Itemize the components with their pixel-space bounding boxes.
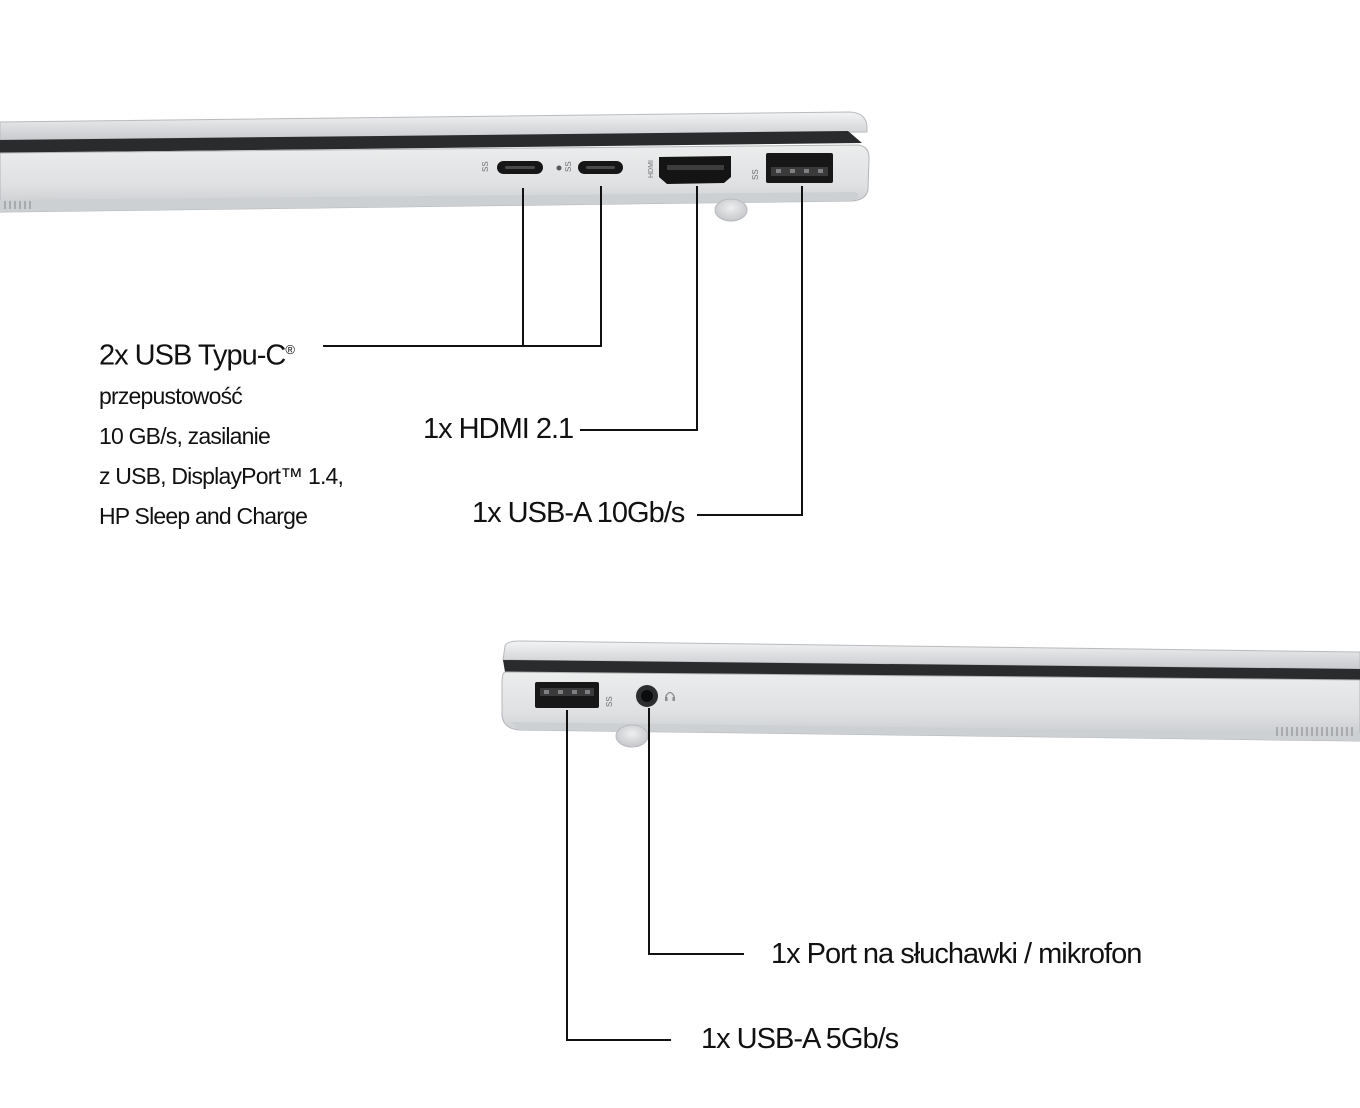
usb-c-desc-line-4: HP Sleep and Charge <box>99 502 308 529</box>
usb-a-port-right: SS <box>751 153 833 183</box>
hdmi-leader <box>580 186 698 431</box>
headphone-icon <box>665 691 675 701</box>
laptop-base-shadow <box>0 192 859 212</box>
ss-marking: SS <box>481 161 490 172</box>
usb-c-port-2: SS <box>564 161 623 174</box>
laptop-base-shadow <box>510 722 1360 741</box>
laptop-hinge-gap <box>503 660 1360 680</box>
charge-led <box>556 165 562 171</box>
speaker-grill <box>1276 727 1353 736</box>
audio-leader <box>648 708 744 955</box>
audio-port-label: 1x Port na słuchawki / mikrofon <box>771 938 1142 970</box>
usb-c-title-text: 2x USB Typu-C <box>99 339 286 372</box>
speaker-grill <box>4 201 31 209</box>
ss-marking: SS <box>605 696 614 707</box>
usb-c-desc-line-1: przepustowość <box>99 382 243 409</box>
usb-c-desc-line-3: z USB, DisplayPort™ 1.4, <box>99 462 344 489</box>
laptop-hinge-gap <box>0 131 862 153</box>
usb-a-port-left: SS <box>535 682 614 708</box>
usba-left-leader <box>566 710 671 1041</box>
laptop-lid <box>0 111 868 141</box>
usb-c-title: 2x USB Typu-C® <box>99 330 343 376</box>
ss-marking: SS <box>751 169 760 180</box>
leader-lines-top <box>323 186 803 516</box>
usb-c-desc-line-2: 10 GB/s, zasilanie <box>99 422 271 449</box>
ss-marking: SS <box>564 161 573 172</box>
laptop-right-side: SS SS HDMI SS <box>0 111 870 222</box>
usbc-leader <box>522 186 602 347</box>
usb-a-left-label: 1x USB-A 5Gb/s <box>701 1023 899 1055</box>
leader-lines-bottom <box>566 708 744 1041</box>
usba-right-leader <box>697 186 803 516</box>
audio-jack <box>636 685 658 707</box>
hdmi-port: HDMI <box>648 156 731 184</box>
hdmi-marking: HDMI <box>648 160 655 178</box>
laptop-foot <box>615 724 649 748</box>
usb-c-port-1: SS <box>481 161 543 174</box>
laptop-left-side: SS <box>501 640 1360 748</box>
laptop-lid <box>502 640 1360 670</box>
laptop-foot <box>714 198 748 222</box>
hdmi-label: 1x HDMI 2.1 <box>423 413 574 445</box>
registered-mark: ® <box>285 342 295 357</box>
usb-a-right-label: 1x USB-A 10Gb/s <box>472 497 685 529</box>
laptop-base <box>501 671 1360 742</box>
usb-c-callout: 2x USB Typu-C® przepustowość 10 GB/s, za… <box>99 330 344 536</box>
